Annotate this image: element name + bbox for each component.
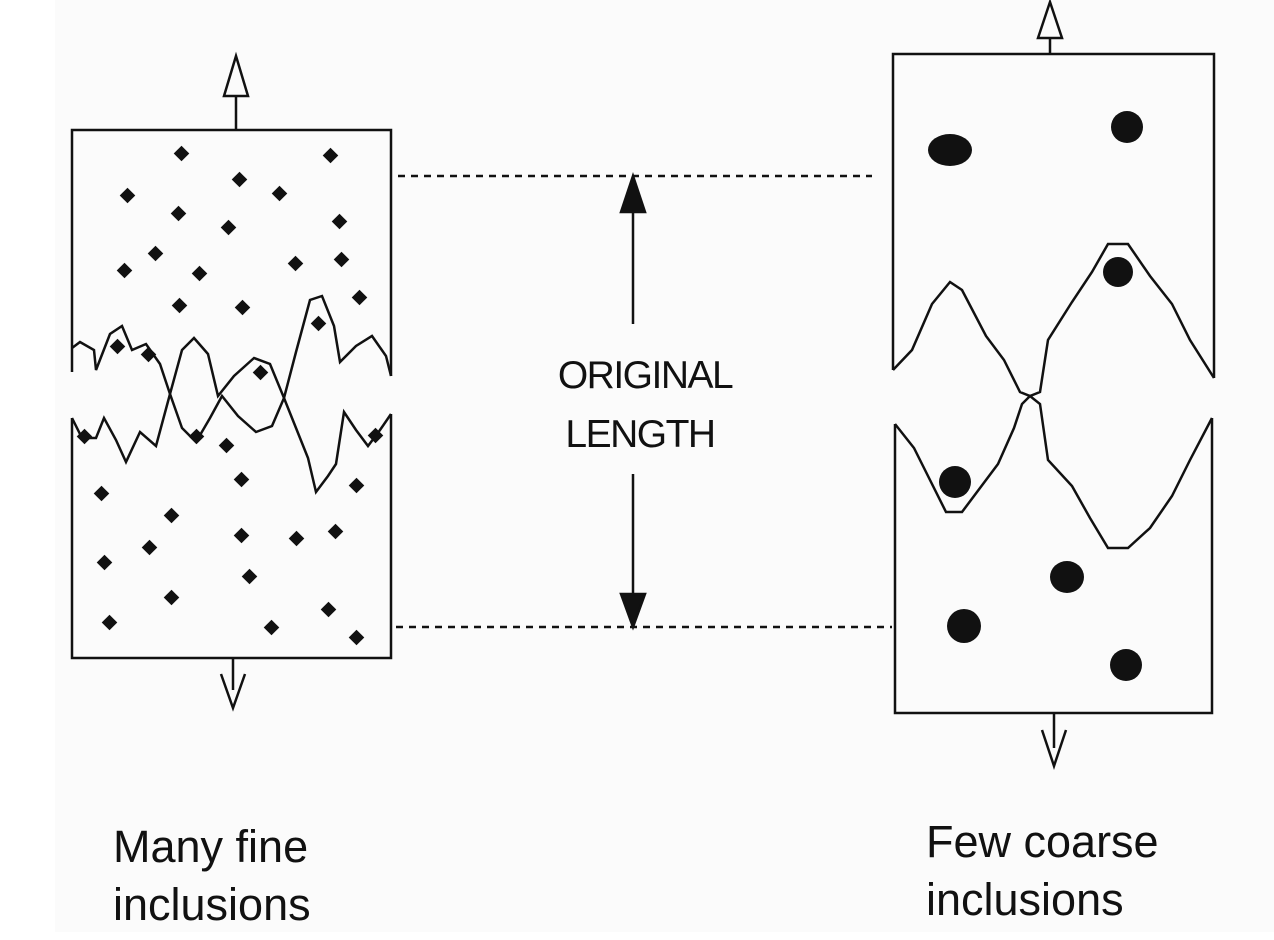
left-specimen [70,128,393,660]
fine-inclusion [140,346,157,363]
coarse-inclusion [1110,649,1142,681]
left-upper-fracture-edge [71,294,393,402]
fine-inclusion [333,251,350,268]
original-length-dimension [396,172,892,631]
fine-inclusion [109,338,126,355]
right-lower-fracture-edge [894,394,1214,550]
fine-inclusion [163,507,180,524]
coarse-inclusion [1103,257,1133,287]
fine-inclusion [191,265,208,282]
fine-inclusion [116,262,133,279]
original-length-label-line2: LENGTH [565,413,714,456]
left-caption-line2: inclusions [113,879,311,930]
fine-inclusion [348,629,365,646]
coarse-inclusion [939,466,971,498]
fine-inclusion [331,213,348,230]
coarse-inclusions [928,111,1143,681]
fine-inclusion [96,554,113,571]
fine-inclusion [231,171,248,188]
fine-inclusion [119,187,136,204]
fine-inclusion [263,619,280,636]
right-caption-line2: inclusions [926,874,1124,925]
figure-background [55,0,1274,932]
right-upper-fracture-edge [892,242,1216,398]
left-caption-line1: Many fine [113,821,308,872]
fine-inclusion [241,568,258,585]
right-bottom-load-arrow [1040,713,1068,770]
dimension-arrow-up-head [619,172,647,214]
left-top-piece [70,128,393,376]
fine-inclusion [327,523,344,540]
fine-inclusion [101,614,118,631]
fine-inclusion [93,485,110,502]
left-bottom-load-arrow [219,658,247,712]
fine-inclusion [171,297,188,314]
fine-inclusion [271,185,288,202]
fine-inclusion [163,589,180,606]
fine-inclusion [147,245,164,262]
fine-inclusion [351,289,368,306]
fine-inclusion [220,219,237,236]
right-caption-line1: Few coarse [926,816,1159,867]
original-length-label-line1: ORIGINAL [558,354,733,397]
coarse-inclusion [1050,561,1084,593]
fine-inclusion [320,601,337,618]
fine-inclusion [173,145,190,162]
left-bottom-piece [70,414,393,660]
right-top-load-arrow [1036,0,1064,54]
fine-inclusions [76,145,384,646]
fine-inclusion [287,255,304,272]
fine-inclusion [288,530,305,547]
coarse-inclusion [928,134,972,166]
right-bottom-piece [893,418,1214,715]
fine-inclusion [170,205,187,222]
fine-inclusion [234,299,251,316]
fine-inclusion [322,147,339,164]
left-lower-fracture-edge [70,389,393,495]
right-top-piece [891,52,1216,378]
dimension-arrow-down-head [619,592,647,631]
fine-inclusion [233,471,250,488]
coarse-inclusion [947,609,981,643]
fine-inclusion [310,315,327,332]
fine-inclusion [218,437,235,454]
fine-inclusion [188,428,205,445]
left-top-load-arrow [222,51,250,130]
fine-inclusion [252,364,269,381]
fine-inclusion [348,477,365,494]
fine-inclusion [141,539,158,556]
fine-inclusion [233,527,250,544]
coarse-inclusion [1111,111,1143,143]
